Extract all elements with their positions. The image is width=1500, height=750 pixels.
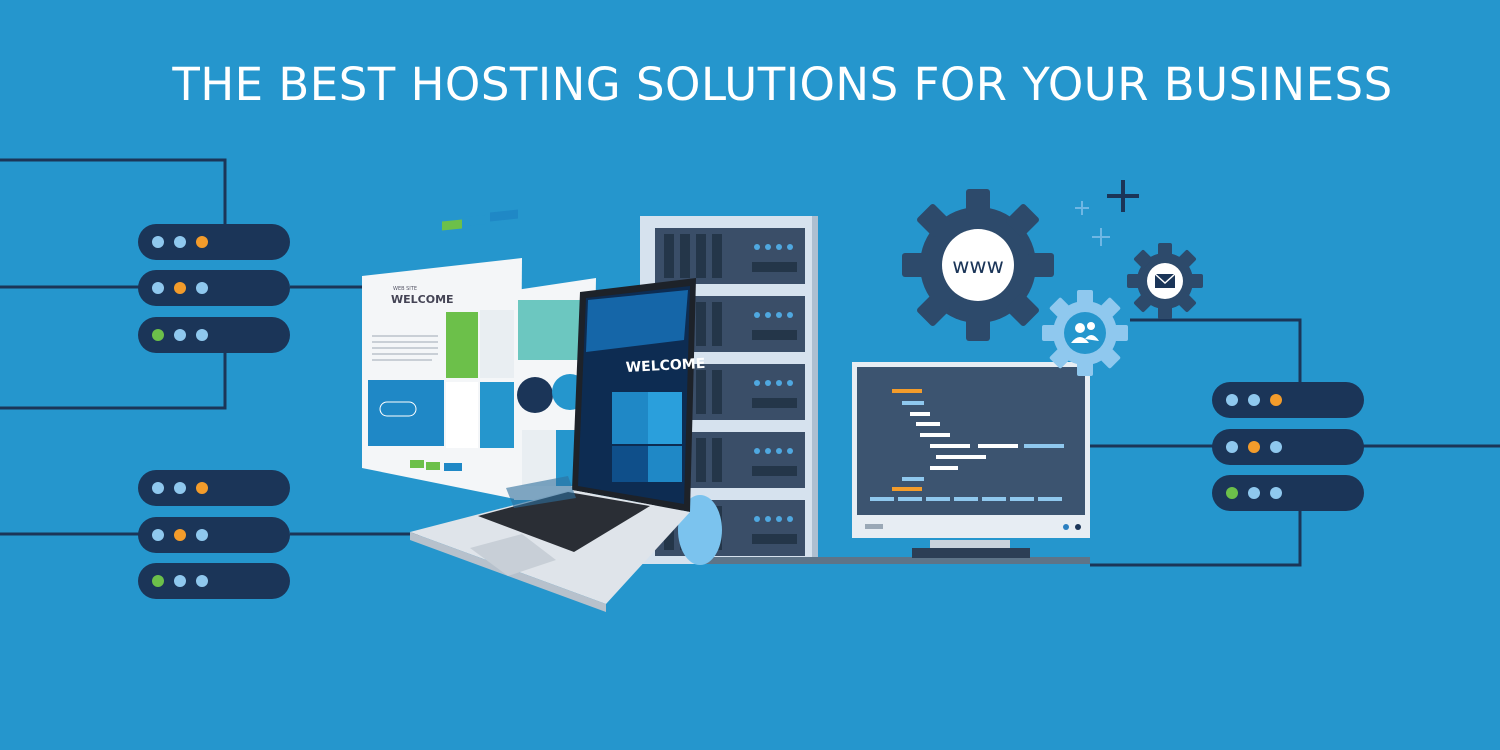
users-gear-icon bbox=[1042, 290, 1128, 376]
server-unit bbox=[138, 563, 290, 599]
page-title: THE BEST HOSTING SOLUTIONS FOR YOUR BUSI… bbox=[172, 58, 1393, 112]
right-network-lines bbox=[1090, 318, 1500, 567]
server-unit bbox=[138, 517, 290, 553]
left-server-group-top bbox=[138, 224, 290, 353]
mockup-shadow-strip bbox=[506, 476, 576, 508]
monitor-icon bbox=[852, 362, 1090, 558]
server-unit bbox=[1212, 382, 1364, 418]
code-lines bbox=[870, 389, 1064, 501]
mail-gear-icon bbox=[1127, 243, 1203, 319]
server-unit bbox=[1212, 429, 1364, 465]
website-mockup-page: WELCOME WEB SITE bbox=[362, 209, 522, 500]
mockup-tile-website bbox=[368, 380, 444, 446]
plus-icon bbox=[1107, 180, 1139, 212]
server-unit bbox=[138, 224, 290, 260]
server-unit bbox=[1212, 475, 1364, 511]
mockup-tile-security bbox=[480, 382, 514, 448]
laptop-welcome: WELCOME bbox=[625, 356, 705, 376]
plus-icon-small bbox=[1075, 201, 1110, 246]
left-network-lines bbox=[0, 158, 420, 536]
www-label: www bbox=[952, 254, 1004, 278]
right-server-group bbox=[1212, 382, 1364, 511]
left-server-group-bottom bbox=[138, 470, 290, 599]
server-unit bbox=[138, 270, 290, 306]
mockup-brand: WEB SITE bbox=[393, 286, 417, 292]
desk-line bbox=[700, 557, 1090, 564]
mockup-welcome: WELCOME bbox=[391, 293, 454, 306]
laptop-icon: WELCOME bbox=[410, 278, 706, 612]
server-unit bbox=[138, 317, 290, 353]
www-gear-icon: www bbox=[902, 189, 1054, 341]
server-unit bbox=[138, 470, 290, 506]
mockup-tile-cloud bbox=[446, 312, 478, 378]
